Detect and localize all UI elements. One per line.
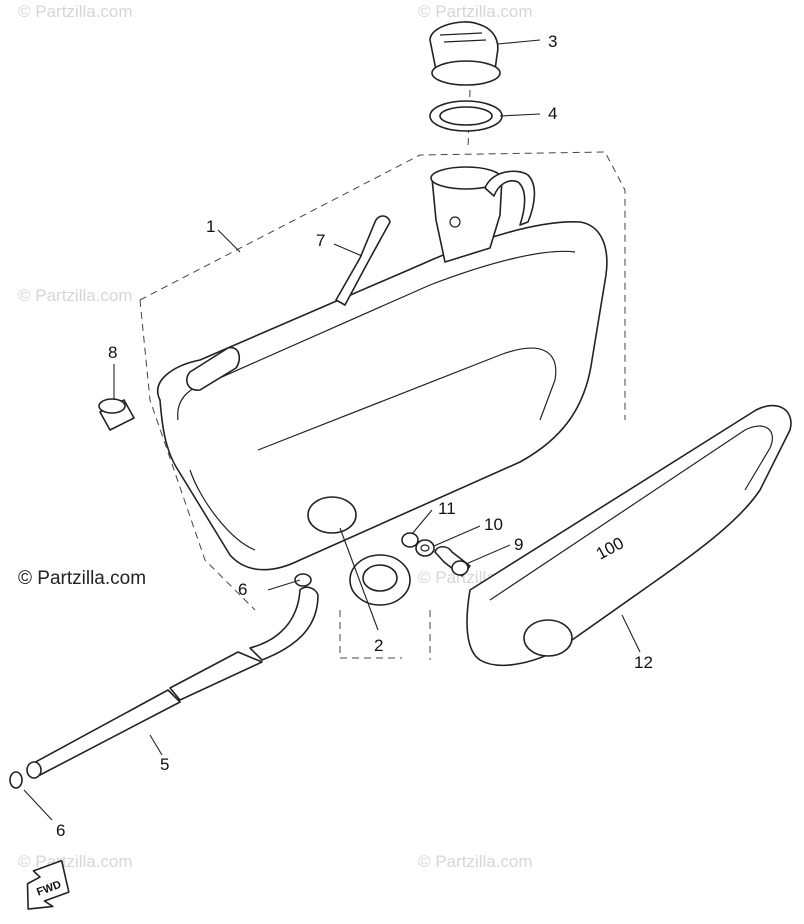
watermark: © Partzilla.com (418, 852, 533, 871)
callout-10: 10 (484, 515, 503, 534)
callout-6: 6 (238, 580, 247, 599)
breather-hose (335, 215, 391, 306)
hose-clip (9, 771, 23, 789)
callout-8: 8 (108, 343, 117, 362)
cap-gasket (429, 100, 503, 132)
hose-clip (294, 573, 312, 587)
collar (98, 398, 135, 431)
callout-2: 2 (374, 636, 383, 655)
watermark: © Partzilla.com (18, 2, 133, 21)
watermark-strong: © Partzilla.com (18, 568, 147, 589)
callout-9: 9 (514, 535, 523, 554)
grommet (349, 554, 411, 606)
fuel-tank (157, 166, 608, 571)
callout-1: 1 (206, 217, 215, 236)
fuel-cap (429, 21, 501, 86)
callout-7: 7 (316, 231, 325, 250)
washer (415, 539, 435, 557)
callout-4: 4 (548, 104, 557, 123)
washer (401, 532, 419, 548)
callout-6: 6 (56, 821, 65, 840)
callout-5: 5 (160, 755, 169, 774)
callout-3: 3 (548, 32, 557, 51)
watermark: © Partzilla.com (18, 286, 133, 305)
bolt (434, 545, 471, 577)
callout-12: 12 (634, 653, 653, 672)
fuel-hose (26, 586, 319, 779)
side-cover: 100 (466, 404, 792, 667)
leader-lines (23, 39, 641, 821)
callout-11: 11 (438, 499, 456, 518)
fwd-arrow-icon: FWD (26, 859, 70, 910)
watermark: © Partzilla.com (418, 2, 533, 21)
